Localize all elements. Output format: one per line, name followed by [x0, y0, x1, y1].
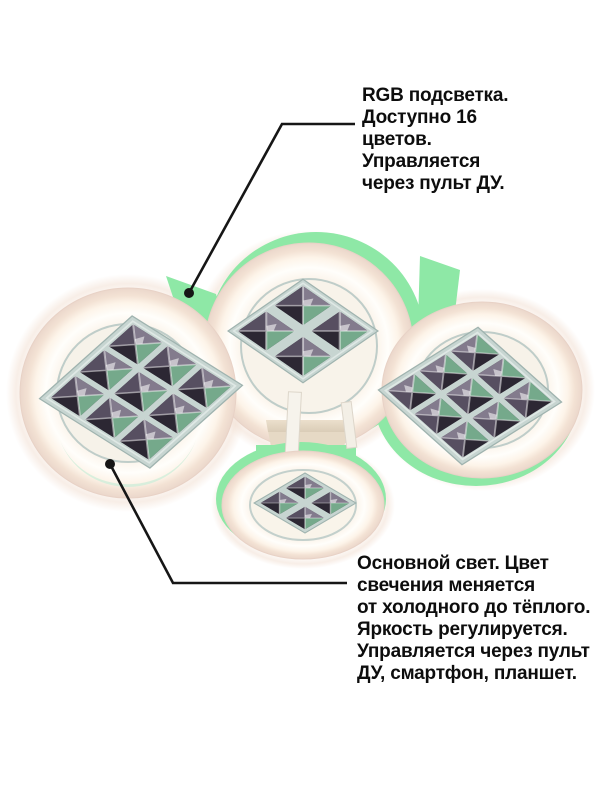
annotation-main-light: Основной свет. Цвет свечения меняется от…: [357, 553, 591, 684]
crystal-plate-left: [38, 315, 244, 469]
lamp-center-post: [284, 391, 302, 455]
lamp-side-strut: [340, 401, 358, 449]
crystal-plate-bottom: [253, 472, 357, 534]
callout-lines: [105, 122, 355, 585]
crystal-plate-top: [226, 278, 380, 384]
callout-line-main: [108, 463, 347, 585]
annotation-rgb-light: RGB подсветка. Доступно 16 цветов. Управ…: [362, 85, 509, 194]
crystal-plate-right: [377, 326, 563, 466]
callout-line-rgb: [187, 122, 355, 294]
callout-dot-rgb: [184, 288, 194, 298]
callout-dot-main: [105, 459, 115, 469]
